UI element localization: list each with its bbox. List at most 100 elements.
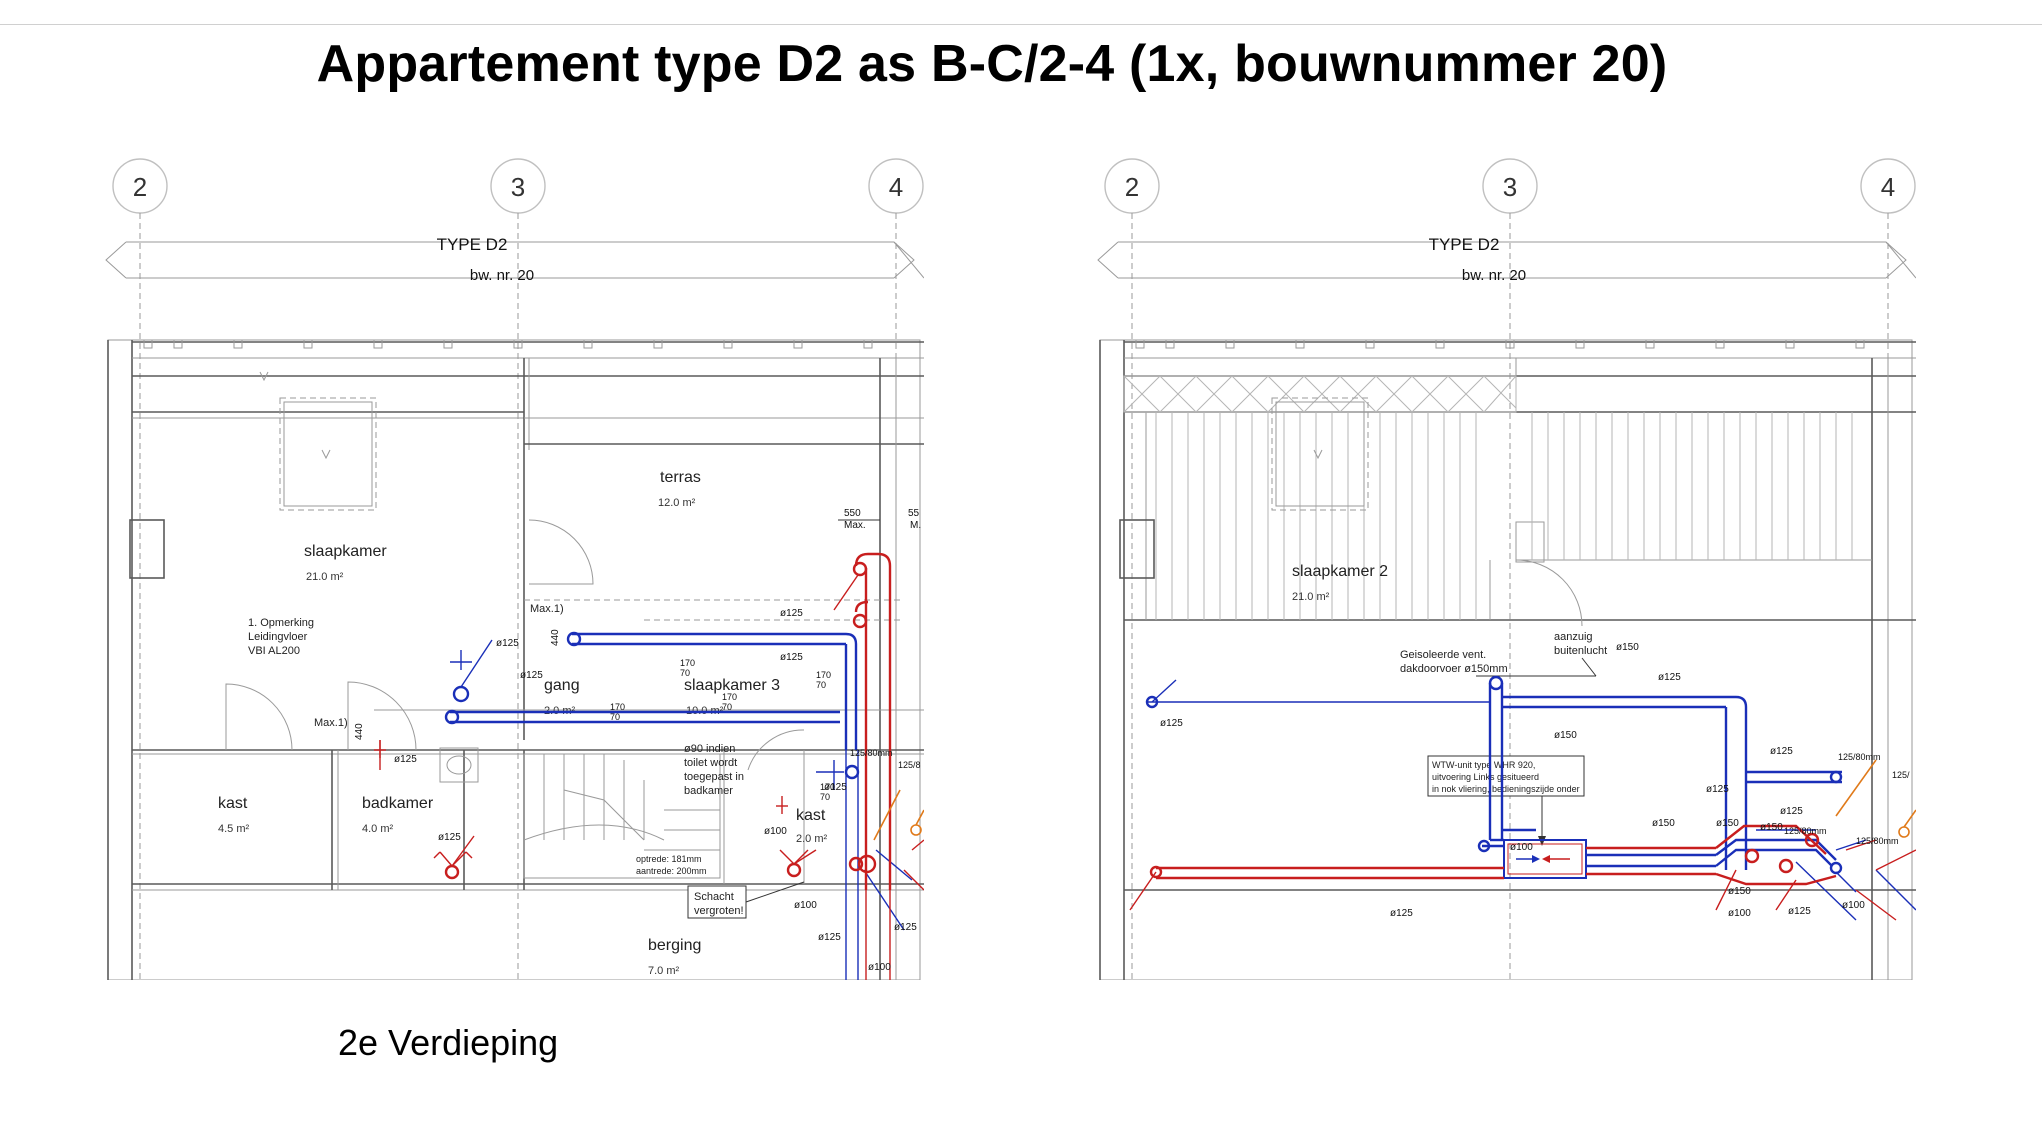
wtw-unit <box>1503 839 1587 879</box>
dim-70-a: 70 <box>680 668 690 678</box>
duct-label-d150-e: ø150 <box>1760 822 1783 833</box>
room-badkamer: badkamer <box>362 795 434 812</box>
note-max-1: Max.1) <box>530 603 564 615</box>
dim-550: 550 <box>844 508 861 519</box>
room-slaapkamer-3: slaapkamer 3 <box>684 677 780 694</box>
note-opmerking-3: VBI AL200 <box>248 645 300 657</box>
room-gang: gang <box>544 677 580 694</box>
note-aanzuig-1: aanzuig <box>1554 631 1593 643</box>
duct-label-d100-b: ø100 <box>794 900 817 911</box>
bw-label: bw. nr. 20 <box>470 267 534 284</box>
duct-label-d125-c: ø125 <box>394 754 417 765</box>
note-toilet-3: toegepast in <box>684 771 744 783</box>
note-trap-1: optrede: 181mm <box>636 854 702 864</box>
duct-label-d150-f: ø150 <box>1728 886 1751 897</box>
note-geisoleerde-2: dakdoorvoer ø150mm <box>1400 663 1508 675</box>
type-label: TYPE D2 <box>1429 235 1500 254</box>
area-kast-2: 2.0 m² <box>796 833 828 845</box>
note-wtw-1: WTW-unit type WHR 920, <box>1432 760 1535 770</box>
duct-label-d125-g: ø125 <box>1390 908 1413 919</box>
duct-label-d150-c: ø150 <box>1652 818 1675 829</box>
duct-label-d125-a: ø125 <box>1658 672 1681 683</box>
note-toilet-2: toilet wordt <box>684 757 737 769</box>
walls <box>107 339 924 980</box>
staircase <box>523 753 721 879</box>
room-terras: terras <box>660 469 701 486</box>
note-opmerking-2: Leidingvloer <box>248 631 308 643</box>
room-kast: kast <box>218 795 248 812</box>
duct-label-125-80: 125/80mm <box>850 748 893 758</box>
duct-label-d100-a: ø100 <box>1510 842 1533 853</box>
grid-label-4: 4 <box>889 172 903 202</box>
note-trap-2: aantrede: 200mm <box>636 866 707 876</box>
duct-label-d150-a: ø150 <box>1616 642 1639 653</box>
duct-label-d100-a: ø100 <box>764 826 787 837</box>
floor-label: 2e Verdieping <box>338 1022 559 1063</box>
grid-label-3: 3 <box>1503 172 1517 202</box>
walls <box>1099 339 1916 980</box>
duct-label-d150-d: ø150 <box>1716 818 1739 829</box>
note-aanzuig-2: buitenlucht <box>1554 645 1607 657</box>
room-kast-2: kast <box>796 807 826 824</box>
top-rule <box>0 24 2042 25</box>
area-badkamer: 4.0 m² <box>362 823 394 835</box>
note-opmerking-1: 1. Opmerking <box>248 617 314 629</box>
note-geisoleerde-1: Geisoleerde vent. <box>1400 649 1486 661</box>
page-title: Appartement type D2 as B-C/2-4 (1x, bouw… <box>316 35 1668 93</box>
duct-label-d125-b: ø125 <box>520 670 543 681</box>
dim-440-a: 440 <box>550 629 561 646</box>
duct-label-d125-f: ø125 <box>1788 906 1811 917</box>
duct-label-d100-c: ø100 <box>868 962 891 973</box>
duct-label-125-80-a: 125/80mm <box>1838 752 1881 762</box>
grid-label-4: 4 <box>1881 172 1895 202</box>
duct-label-d125-f: ø125 <box>780 652 803 663</box>
duct-labels: ø125 ø125 ø125 ø125 ø125 ø125 ø125 ø125 … <box>394 608 921 973</box>
dim-170-b: 170 <box>722 692 737 702</box>
plan-notes: Geisoleerde vent. dakdoorvoer ø150mm aan… <box>1400 631 1607 846</box>
dim-55: 55 <box>908 508 920 519</box>
duct-label-d125-e: ø125 <box>1780 806 1803 817</box>
exhaust-ducts <box>374 552 924 980</box>
dim-440-b: 440 <box>354 723 365 740</box>
dim-170-d: 170 <box>820 782 835 792</box>
area-slaapkamer: 21.0 m² <box>306 571 344 583</box>
note-max-2: Max.1) <box>314 717 348 729</box>
duct-labels: ø150 ø150 ø150 ø150 ø150 ø150 ø125 ø125 … <box>1160 642 1910 919</box>
right-floor-plan: 2 3 4 TYPE D2 bw. nr. 20 <box>1097 158 1916 980</box>
note-wtw-2: uitvoering Links gesitueerd <box>1432 772 1539 782</box>
duct-label-d125-g: ø125 <box>824 782 847 793</box>
outdoor-ducts <box>1835 759 1916 838</box>
note-toilet-4: badkamer <box>684 785 733 797</box>
note-schacht-2: vergroten! <box>694 905 744 917</box>
supply-ducts <box>444 631 913 980</box>
dim-max-cut: M. <box>910 520 921 531</box>
dim-max: Max. <box>844 520 866 531</box>
dim-70-e: 70 <box>610 712 620 722</box>
type-header-band: TYPE D2 bw. nr. 20 <box>1097 235 1916 284</box>
outdoor-ducts <box>873 789 924 841</box>
duct-label-125-80-b: 125/80mm <box>1784 826 1827 836</box>
room-labels: slaapkamer 2 21.0 m² <box>1292 563 1388 603</box>
duct-label-d125-b: ø125 <box>1160 718 1183 729</box>
area-berging: 7.0 m² <box>648 965 680 977</box>
duct-label-d150-b: ø150 <box>1554 730 1577 741</box>
area-kast: 4.5 m² <box>218 823 250 835</box>
duct-label-d100-c: ø100 <box>1842 900 1865 911</box>
duct-label-d125-c: ø125 <box>1770 746 1793 757</box>
insulation-hatch <box>1123 375 1517 413</box>
dim-170-e: 170 <box>610 702 625 712</box>
duct-label-d125-i: ø125 <box>894 922 917 933</box>
exhaust-ducts <box>1129 824 1916 921</box>
dim-70-b: 70 <box>722 702 732 712</box>
type-label: TYPE D2 <box>437 235 508 254</box>
room-slaapkamer-2: slaapkamer 2 <box>1292 563 1388 580</box>
grid-label-3: 3 <box>511 172 525 202</box>
duct-label-d125-a: ø125 <box>496 638 519 649</box>
dim-170-a: 170 <box>680 658 695 668</box>
area-terras: 12.0 m² <box>658 497 696 509</box>
duct-label-d125-e: ø125 <box>780 608 803 619</box>
room-slaapkamer: slaapkamer <box>304 543 387 560</box>
duct-label-d125-d: ø125 <box>438 832 461 843</box>
duct-label-d125-h: ø125 <box>818 932 841 943</box>
note-toilet-1: ø90 indien <box>684 743 735 755</box>
